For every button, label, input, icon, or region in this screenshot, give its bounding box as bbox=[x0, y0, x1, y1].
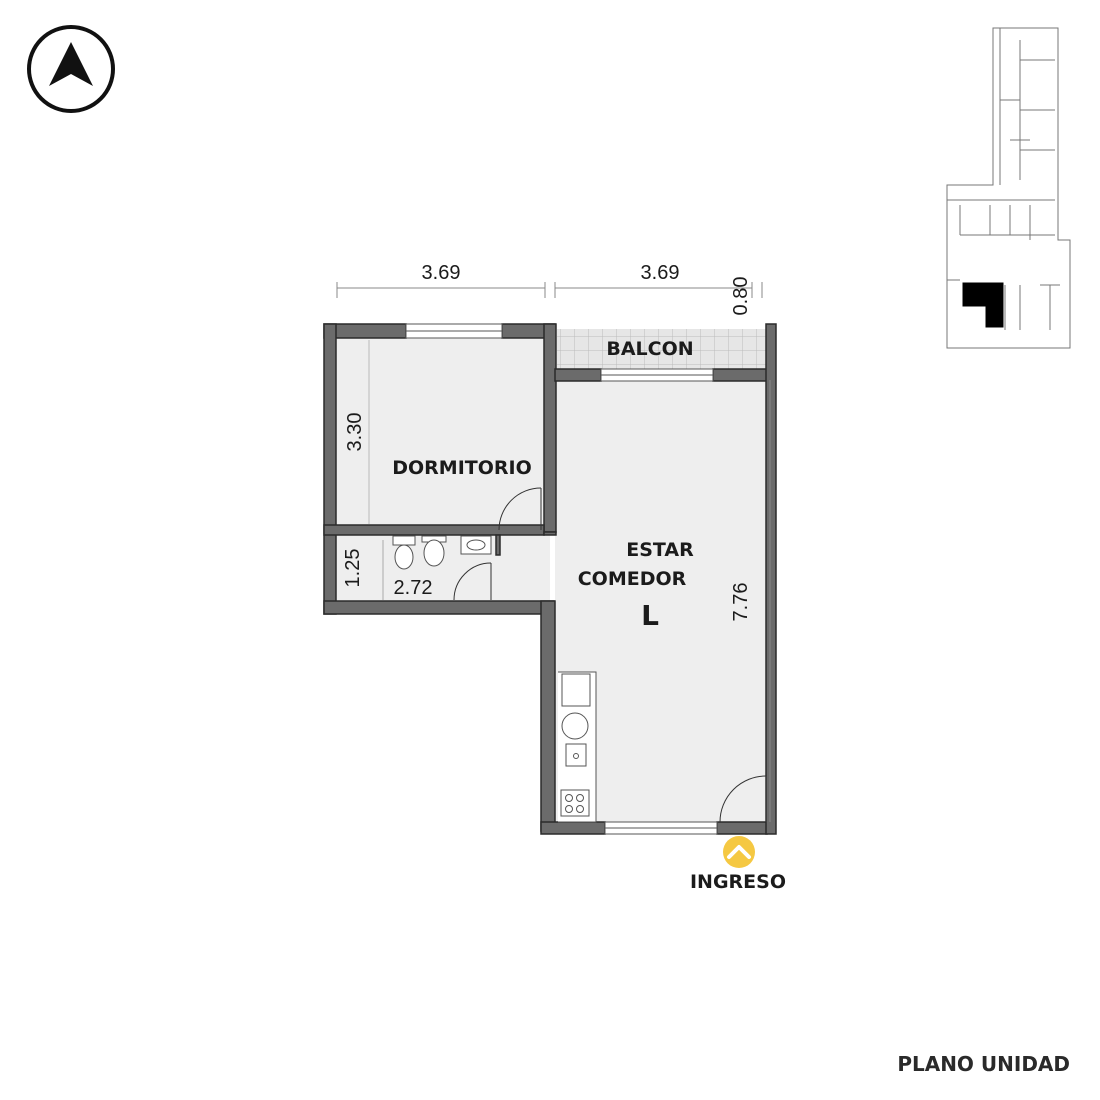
chevron-up-icon bbox=[727, 845, 751, 859]
entrance-marker bbox=[723, 836, 755, 868]
north-arrow-icon bbox=[27, 25, 115, 113]
room-label-balcon: BALCON bbox=[606, 338, 693, 360]
key-plan-unit-highlight bbox=[962, 282, 1004, 328]
dim-top-right: 3.69 bbox=[641, 262, 680, 284]
bathroom-fixtures bbox=[382, 535, 492, 600]
dim-dormitorio-depth: 3.30 bbox=[344, 413, 366, 452]
plan-title: PLANO UNIDAD bbox=[897, 1052, 1070, 1076]
floors bbox=[336, 329, 767, 822]
room-label-dormitorio: DORMITORIO bbox=[392, 457, 532, 479]
kitchen-fixtures bbox=[368, 340, 597, 823]
dim-top-left: 3.69 bbox=[422, 262, 461, 284]
dim-bath-width: 2.72 bbox=[394, 577, 433, 599]
entrance-label: INGRESO bbox=[690, 871, 786, 893]
walls bbox=[323, 323, 777, 835]
entrance-badge bbox=[723, 836, 755, 868]
room-label-estar: ESTAR bbox=[626, 539, 694, 561]
unit-type-label: L bbox=[641, 599, 659, 632]
dim-balcony-depth: 0.80 bbox=[730, 277, 752, 316]
doors bbox=[453, 487, 767, 823]
dim-living-length: 7.76 bbox=[730, 583, 752, 622]
room-label-comedor: COMEDOR bbox=[578, 568, 687, 590]
dimension-lines bbox=[336, 282, 763, 298]
key-plan bbox=[946, 27, 1071, 349]
windows bbox=[405, 323, 771, 835]
dim-bath-depth: 1.25 bbox=[342, 549, 364, 588]
